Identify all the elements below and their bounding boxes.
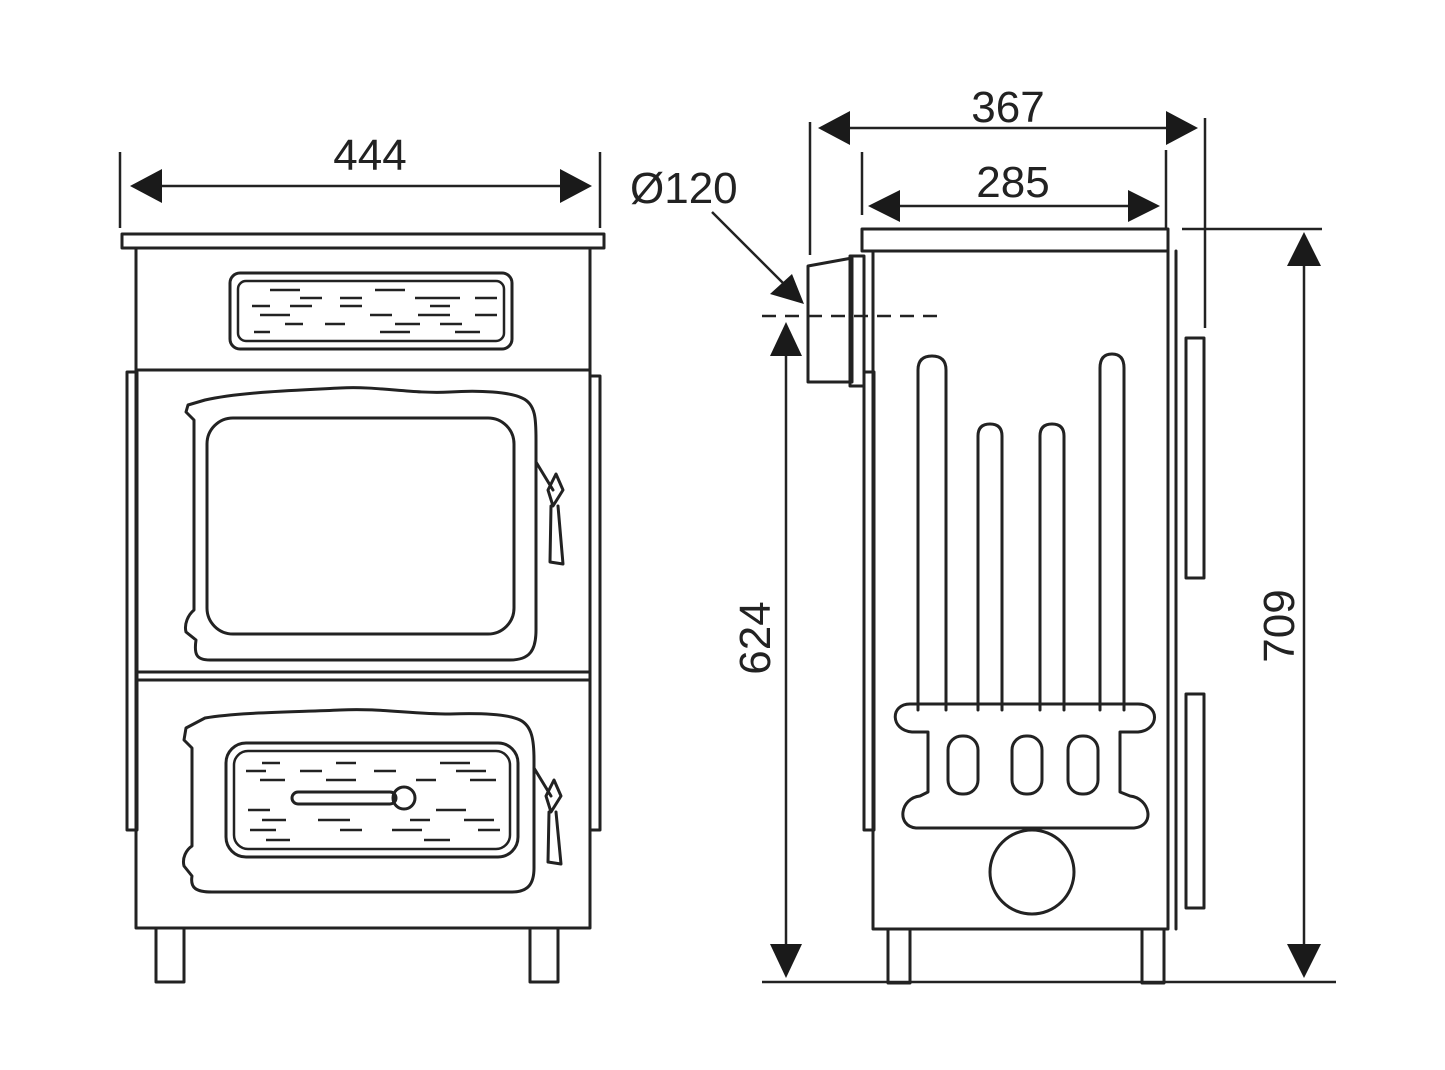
side-body-depth-label: 285: [976, 158, 1049, 207]
front-top-plate: [120, 232, 606, 250]
side-total-depth-label: 367: [971, 83, 1044, 132]
side-top-plate: [860, 227, 1170, 253]
arrow-down-icon: [1287, 944, 1321, 978]
flue-diameter-callout: Ø120: [630, 164, 804, 304]
total-height-label: 709: [1255, 589, 1304, 662]
air-slider: [290, 790, 398, 806]
side-back-strip: [862, 370, 876, 832]
side-leg-rear: [886, 927, 912, 985]
arrow-left-icon: [130, 169, 162, 203]
front-right-strip: [588, 374, 602, 832]
flue-height-label: 624: [731, 601, 780, 674]
flue-height-dimension: 624: [731, 322, 802, 978]
arrow-down-icon: [770, 944, 802, 978]
arrow-right-icon: [560, 169, 592, 203]
side-fire-door-profile: [1184, 336, 1206, 580]
side-total-depth-dimension: 367: [808, 83, 1207, 328]
ash-door-handle-icon: [532, 766, 563, 866]
arrow-left-icon: [868, 190, 900, 222]
flue-pipe: [762, 254, 944, 388]
flue-diameter-label: Ø120: [630, 164, 738, 213]
fire-door-handle-icon: [534, 460, 565, 566]
arrow-right-icon: [1128, 190, 1160, 222]
side-ash-door-profile: [1184, 692, 1206, 910]
total-height-dimension: 709: [1182, 227, 1322, 978]
air-slider-knob: [391, 785, 417, 811]
fire-door-glass: [205, 416, 516, 636]
front-fire-door: [184, 386, 538, 662]
rear-air-inlet: [988, 828, 1076, 916]
front-ash-door: [182, 708, 536, 894]
side-view: 367 285 Ø120: [630, 83, 1336, 985]
front-leg-right: [528, 926, 560, 984]
side-leg-front: [1140, 927, 1166, 985]
front-view: 444: [118, 131, 606, 984]
arrow-right-icon: [1166, 111, 1198, 145]
front-left-strip: [125, 370, 139, 832]
front-width-label: 444: [333, 131, 406, 180]
side-body-depth-dimension: 285: [860, 150, 1168, 228]
front-top-vent: [228, 271, 514, 351]
front-leg-left: [154, 926, 186, 984]
arrow-down-right-icon: [770, 274, 804, 304]
front-width-dimension: 444: [118, 131, 602, 228]
arrow-up-icon: [1287, 232, 1321, 266]
arrow-left-icon: [818, 111, 850, 145]
arrow-up-icon: [770, 322, 802, 356]
heat-exchanger-fins: [893, 352, 1156, 830]
